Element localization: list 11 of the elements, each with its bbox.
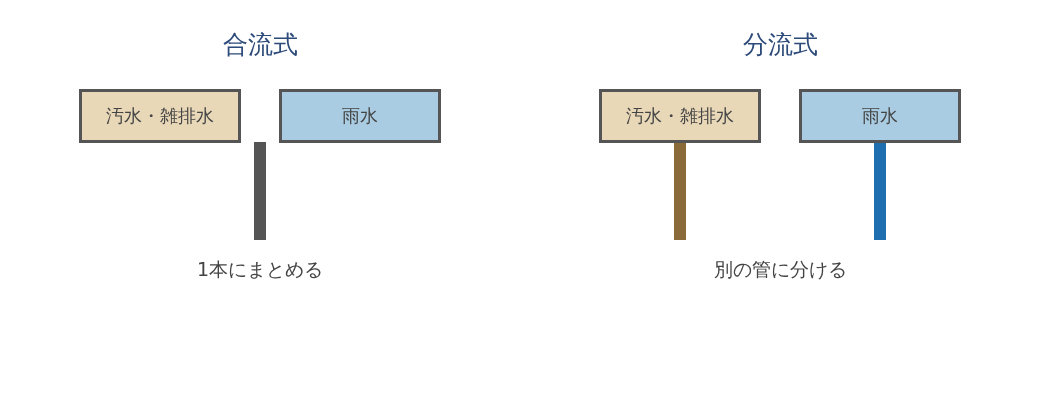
caption: 別の管に分ける xyxy=(713,257,847,282)
heading: 分流式 xyxy=(742,29,818,61)
pipe-bar xyxy=(674,143,686,240)
label-box: 汚水・雑排水 xyxy=(599,89,761,143)
caption: 1本にまとめる xyxy=(196,257,324,282)
pipe-bar xyxy=(874,143,886,240)
label-box: 汚水・雑排水 xyxy=(79,89,241,143)
heading: 合流式 xyxy=(222,29,298,61)
pipe-bar xyxy=(254,142,266,240)
label-box: 雨水 xyxy=(799,89,961,143)
label-box: 雨水 xyxy=(279,89,441,143)
